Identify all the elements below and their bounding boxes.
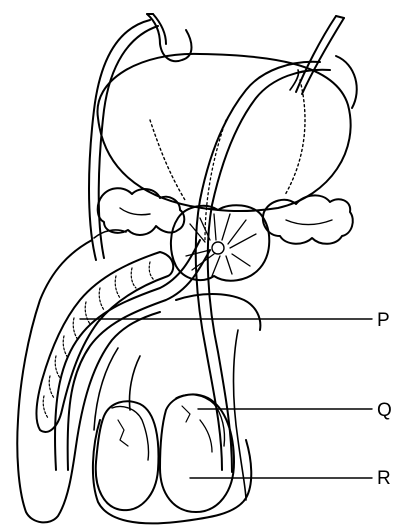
seminal-vesicle-left [98, 188, 185, 235]
testis-left [96, 401, 159, 510]
scrotum [93, 330, 251, 523]
prostate-gland [171, 205, 269, 280]
seminal-vesicle-right [263, 195, 353, 243]
ureter [296, 16, 344, 94]
label-q: Q [377, 401, 392, 420]
bladder [97, 54, 350, 211]
label-r: R [377, 469, 391, 488]
label-p: P [377, 311, 390, 330]
testis-right [160, 394, 234, 512]
